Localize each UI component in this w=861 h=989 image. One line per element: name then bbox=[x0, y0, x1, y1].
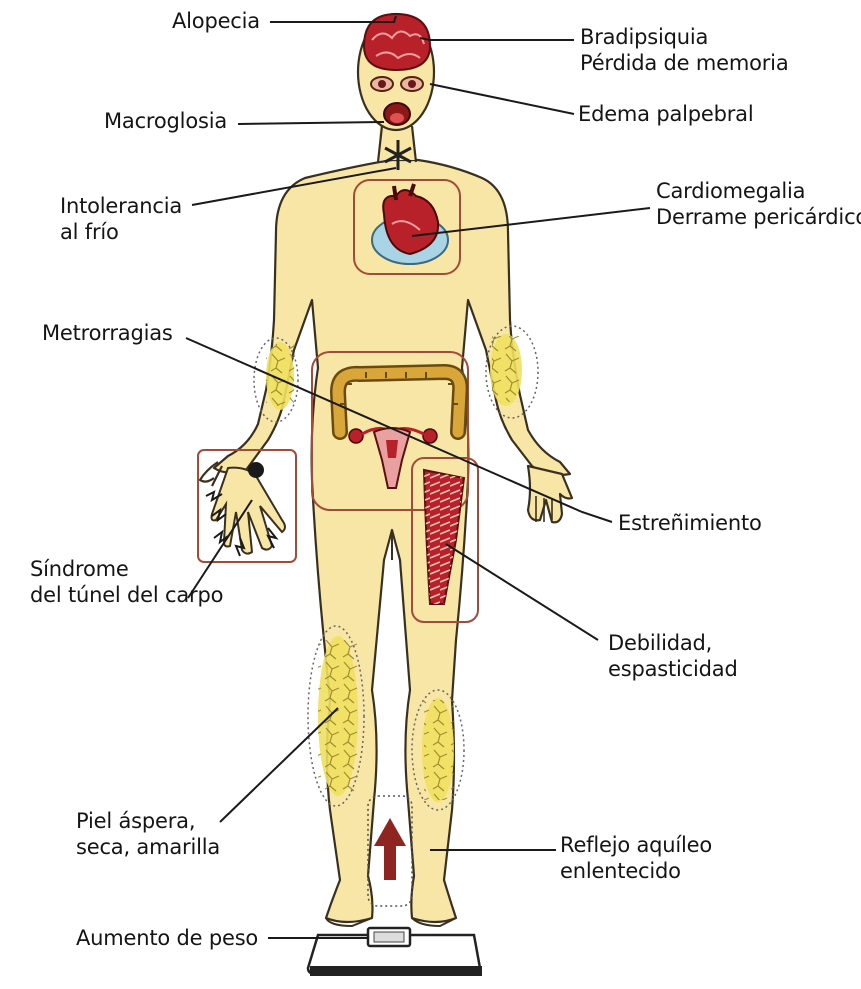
label-line: enlentecido bbox=[560, 858, 712, 884]
label-reflejo: Reflejo aquíleo enlentecido bbox=[560, 832, 712, 884]
label-macroglosia: Macroglosia bbox=[104, 108, 227, 134]
label-cardiomegalia: Cardiomegalia Derrame pericárdico bbox=[656, 178, 861, 230]
label-line: seca, amarilla bbox=[76, 834, 220, 860]
label-debilidad: Debilidad, espasticidad bbox=[608, 630, 738, 682]
label-edema-palpebral: Edema palpebral bbox=[578, 101, 753, 127]
label-sindrome-tunel-carpo: Síndrome del túnel del carpo bbox=[30, 556, 223, 608]
label-intolerancia-frio: Intolerancia al frío bbox=[60, 193, 182, 245]
label-aumento-peso: Aumento de peso bbox=[76, 925, 258, 951]
label-piel: Piel áspera, seca, amarilla bbox=[76, 808, 220, 860]
label-line: Síndrome bbox=[30, 556, 223, 582]
label-metrorragias: Metrorragias bbox=[42, 320, 173, 346]
label-line: Derrame pericárdico bbox=[656, 204, 861, 230]
label-line: Reflejo aquíleo bbox=[560, 832, 712, 858]
arrow-up-icon bbox=[374, 818, 406, 880]
label-line: Debilidad, bbox=[608, 630, 738, 656]
label-line: Cardiomegalia bbox=[656, 178, 861, 204]
label-line: al frío bbox=[60, 219, 182, 245]
weight-scale bbox=[308, 928, 482, 976]
ovary-icon bbox=[423, 429, 437, 443]
label-bradipsiquia: Bradipsiquia Pérdida de memoria bbox=[580, 24, 788, 76]
label-line: del túnel del carpo bbox=[30, 582, 223, 608]
label-line: Pérdida de memoria bbox=[580, 50, 788, 76]
label-alopecia: Alopecia bbox=[172, 8, 260, 34]
label-estrenimiento: Estreñimiento bbox=[618, 510, 762, 536]
label-line: Intolerancia bbox=[60, 193, 182, 219]
label-line: Bradipsiquia bbox=[580, 24, 788, 50]
ovary-icon bbox=[349, 429, 363, 443]
label-line: Piel áspera, bbox=[76, 808, 220, 834]
label-line: espasticidad bbox=[608, 656, 738, 682]
reflex-box bbox=[368, 796, 412, 906]
